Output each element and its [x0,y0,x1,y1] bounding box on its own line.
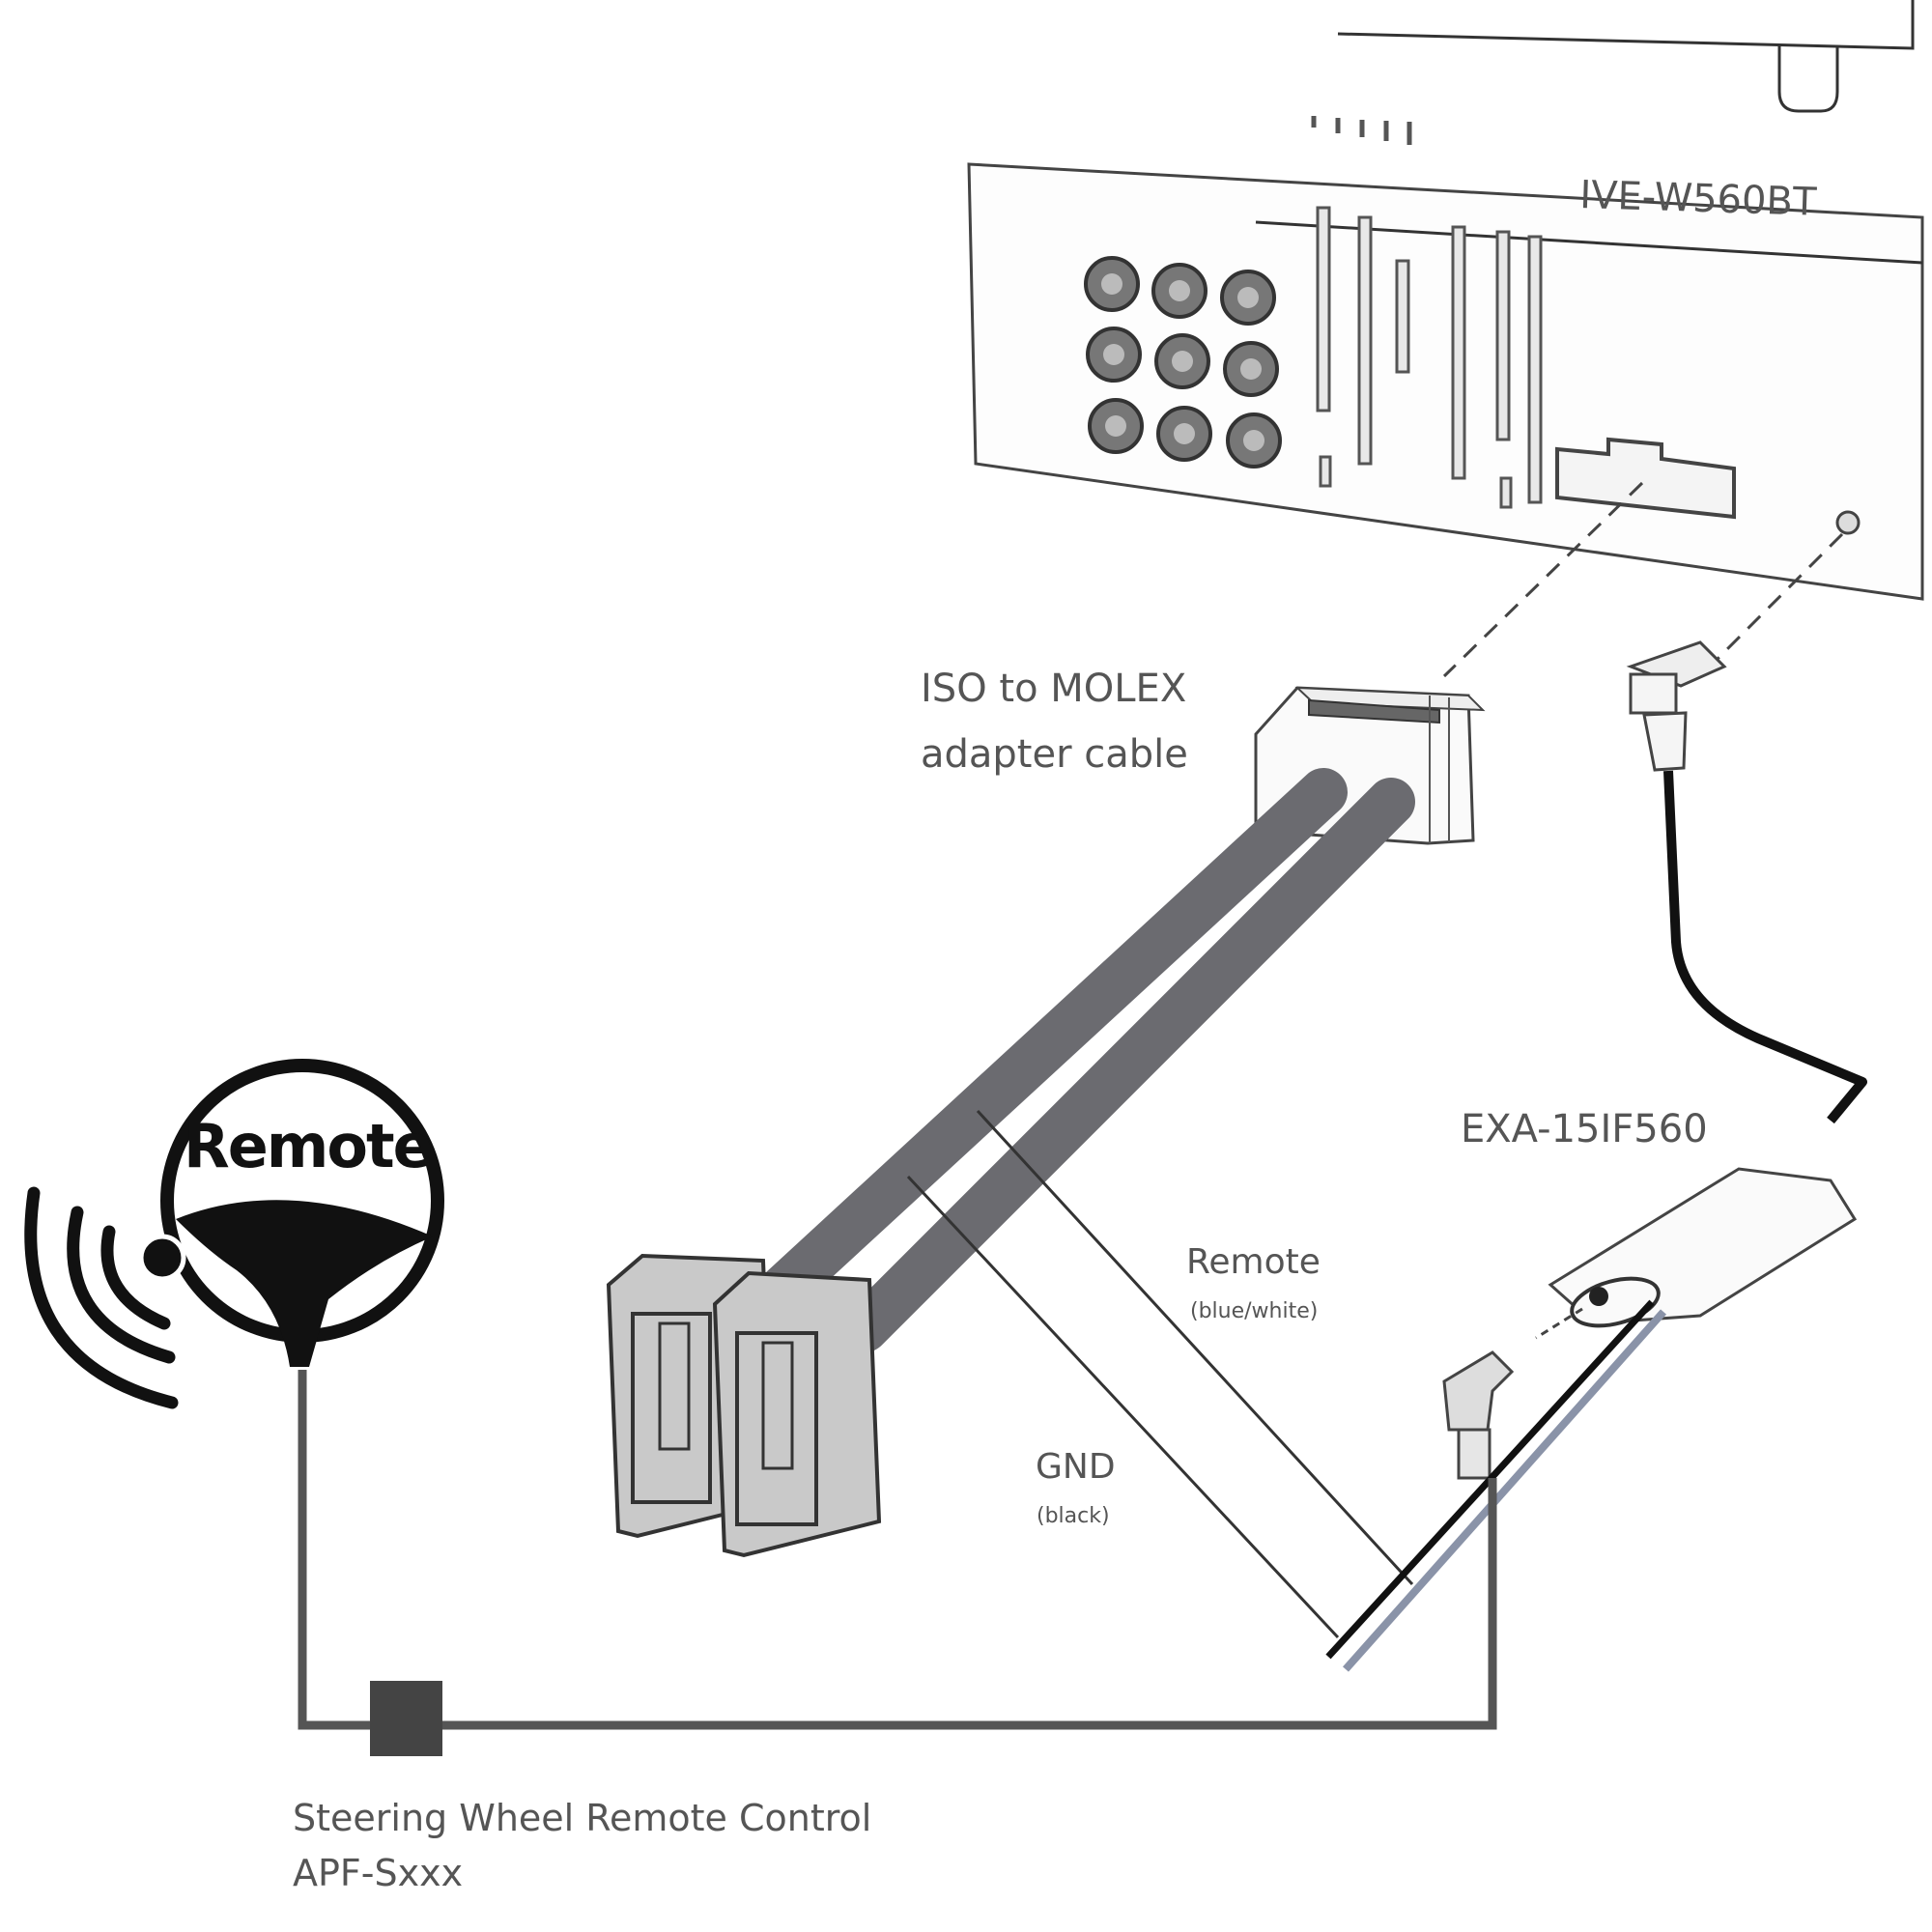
signal-waves-icon [24,1186,179,1409]
adapter-cable-label-line1: ISO to MOLEX [921,667,1186,711]
remote-wire-label: Remote [1186,1242,1321,1282]
steering-wheel-hub [176,1200,433,1367]
steering-wheel-remote: Remote Steering Wheel Remote Control APF… [24,1059,1497,1894]
rca-jack [1220,270,1276,326]
antenna-jack [1835,510,1861,535]
adapter-cable-strand [753,768,1348,1319]
rca-jack [1088,398,1144,454]
iso-connector-right [712,1270,882,1558]
steering-remote-control-box [370,1681,442,1756]
gnd-wire-label: GND [1036,1447,1116,1487]
molex-socket [1555,437,1736,520]
signal-wires: Remote (blue/white) GND (black) [906,1109,1414,1639]
adapter-cable: ISO to MOLEX adapter cable [606,667,1486,1558]
steering-remote-label-line2: APF-Sxxx [293,1852,463,1894]
harness-wire-blue-white [1343,1309,1666,1672]
jack-plug-sleeve [1642,711,1688,772]
interface-module: EXA-15IF560 [1325,1107,1858,1672]
rca-jack [1086,327,1142,383]
jack-plug-body [1629,672,1678,715]
rca-jack [1223,341,1279,397]
harness-jack-plug [1442,1350,1515,1432]
rca-jack [1084,256,1140,312]
module-jack-guide [1535,1307,1583,1340]
adapter-cable-label-line2: adapter cable [921,732,1188,777]
interface-module-port [1589,1287,1608,1306]
rca-jack [1156,406,1212,462]
rca-jack-grid [1084,256,1282,469]
steering-remote-logo-text: Remote [184,1111,432,1181]
gnd-wire-color: (black) [1037,1504,1110,1528]
interface-module-label: EXA-15IF560 [1461,1107,1708,1151]
connector-slots [1316,206,1543,509]
rca-jack [1154,333,1210,389]
remote-wire [976,1109,1414,1586]
harness-jack-plug-lower [1457,1428,1492,1480]
top-contacts [1311,116,1412,145]
interface-jack-cable [1626,640,1867,1124]
steering-remote-label-line1: Steering Wheel Remote Control [293,1797,871,1839]
signal-dot [138,1234,186,1282]
head-unit-model-label: IVE-W560BT [1579,173,1818,225]
jack-cable [1663,770,1867,1124]
rca-jack [1151,263,1208,319]
steering-remote-wire [298,1370,1497,1730]
mounting-tab [1777,46,1839,113]
antenna-guide-line [1708,532,1844,668]
adapter-cable-strand [840,778,1415,1352]
head-unit: IVE-W560BT [967,0,1924,601]
rca-jack [1226,412,1282,469]
head-unit-top-edge [1337,0,1915,50]
gnd-wire [906,1175,1340,1639]
molex-guide-line [1442,481,1644,678]
remote-wire-color: (blue/white) [1190,1299,1318,1323]
